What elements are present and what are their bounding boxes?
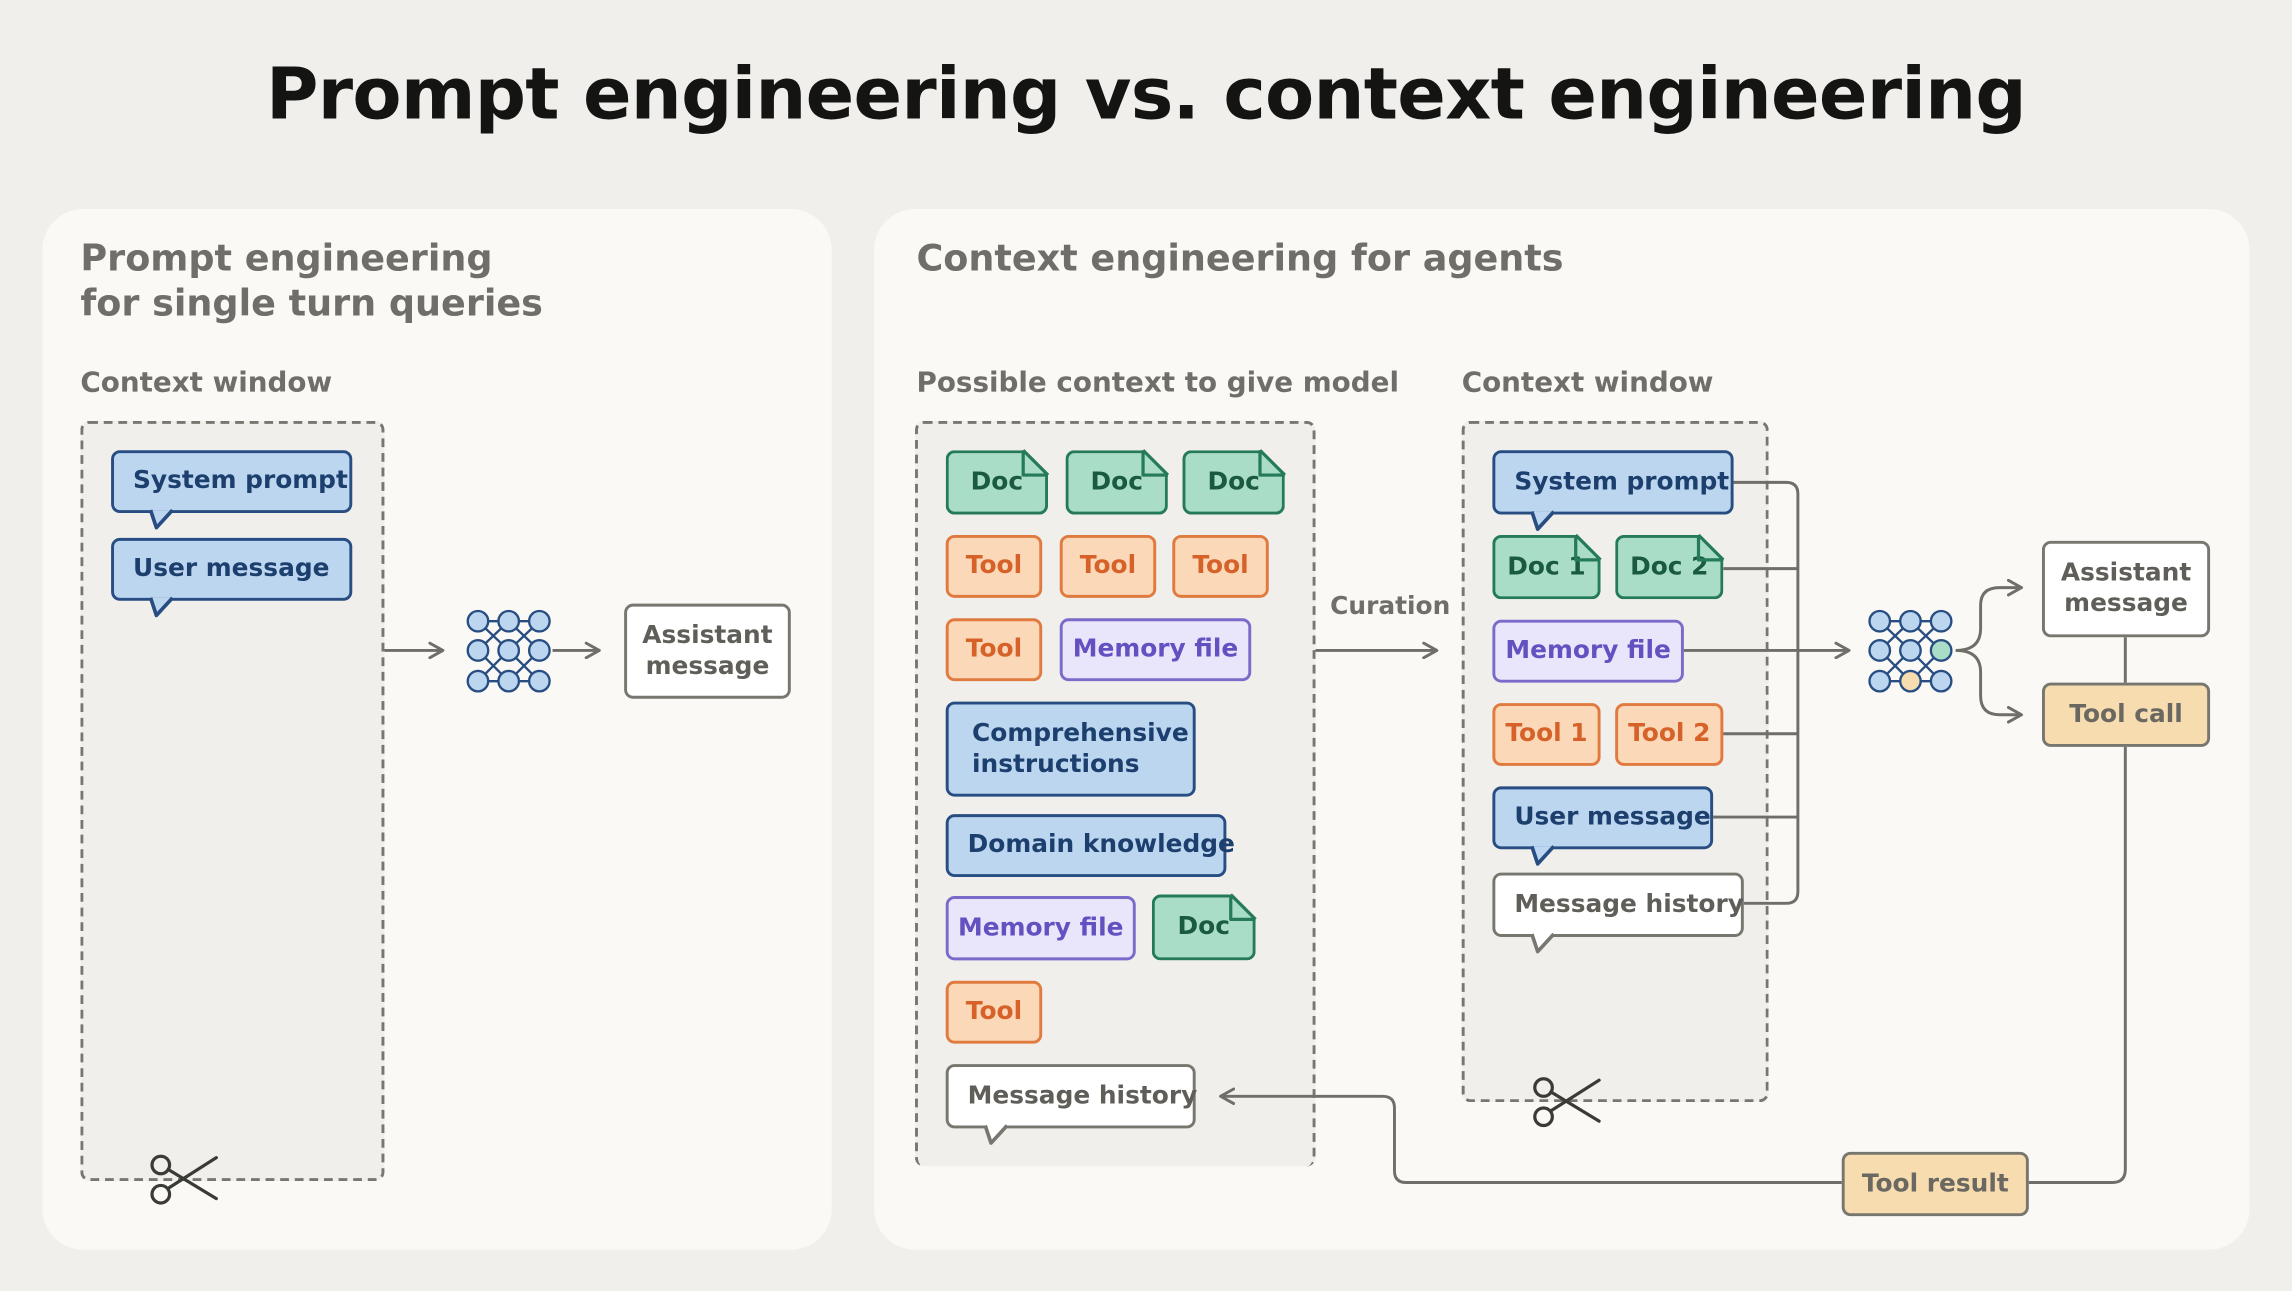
tool-result-box: Tool result xyxy=(1841,1151,2029,1217)
window-memory-file: Memory file xyxy=(1492,619,1684,683)
left-user-message: User message xyxy=(111,537,353,601)
left-panel-title-line2: for single turn queries xyxy=(80,282,543,325)
possible-domain-knowledge: Domain knowledge xyxy=(945,814,1235,878)
left-system-prompt: System prompt xyxy=(111,450,353,514)
scissors-icon xyxy=(1533,1077,1601,1128)
diagram-title: Prompt engineering vs. context engineeri… xyxy=(265,52,2027,136)
tool-call-box: Tool call xyxy=(2041,682,2211,747)
window-user-message: User message xyxy=(1492,786,1714,850)
window-tool-1: Tool 1 xyxy=(1492,703,1601,766)
right-assistant-message: Assistant message xyxy=(2041,540,2211,638)
possible-doc-1: Doc xyxy=(946,450,1048,514)
possible-tool-5: Tool xyxy=(945,980,1043,1044)
possible-tool-3: Tool xyxy=(1172,534,1269,598)
curation-label: Curation xyxy=(1330,591,1451,622)
left-assistant-message: Assistant message xyxy=(624,603,791,699)
possible-tool-4: Tool xyxy=(945,618,1043,682)
possible-doc-2: Doc xyxy=(1066,450,1168,514)
possible-comprehensive-instructions: Comprehensive instructions xyxy=(945,701,1196,797)
window-doc-1: Doc 1 xyxy=(1492,535,1600,599)
neural-network-icon xyxy=(1868,609,1953,693)
right-panel-title: Context engineering for agents xyxy=(916,236,1564,280)
neural-network-icon xyxy=(466,609,551,693)
left-panel-title: Prompt engineering for single turn queri… xyxy=(80,235,543,326)
window-message-history: Message history xyxy=(1492,872,1744,937)
possible-tool-1: Tool xyxy=(945,534,1043,598)
folded-corner-icon xyxy=(1021,449,1725,922)
possible-doc-4: Doc xyxy=(1152,895,1256,961)
possible-doc-3: Doc xyxy=(1183,450,1285,514)
speech-tail-icon xyxy=(148,508,1556,1145)
possible-context-label: Possible context to give model xyxy=(916,366,1399,400)
left-panel-title-line1: Prompt engineering xyxy=(80,236,493,280)
possible-memory-file-1: Memory file xyxy=(1059,618,1252,682)
left-context-window-label: Context window xyxy=(80,366,333,400)
right-context-window-label: Context window xyxy=(1461,366,1714,400)
window-tool-2: Tool 2 xyxy=(1615,703,1724,766)
scissors-icon xyxy=(150,1154,218,1205)
possible-message-history: Message history xyxy=(945,1064,1197,1129)
possible-tool-2: Tool xyxy=(1059,534,1157,598)
window-system-prompt: System prompt xyxy=(1492,450,1734,515)
window-doc-2: Doc 2 xyxy=(1615,535,1723,599)
possible-memory-file-2: Memory file xyxy=(945,896,1136,961)
